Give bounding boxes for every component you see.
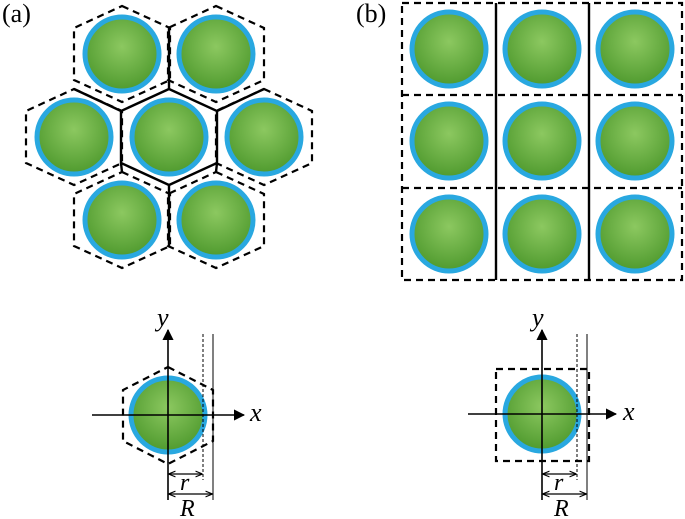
panel-b-label: (b) <box>356 0 386 28</box>
hex-cells-inner <box>73 28 265 246</box>
fiber <box>409 101 489 181</box>
fiber <box>595 101 675 181</box>
fiber <box>82 180 162 260</box>
panel-a-label: (a) <box>2 0 31 28</box>
fiber <box>502 9 582 89</box>
y-axis-label: y <box>154 303 169 332</box>
fiber <box>129 97 209 177</box>
r-label: r <box>554 470 564 496</box>
y-axis-label: y <box>529 303 544 332</box>
fiber <box>595 9 675 89</box>
fiber <box>34 97 114 177</box>
x-axis-label: x <box>249 398 262 427</box>
square-grid <box>402 3 682 280</box>
panel-a: (a) <box>2 0 314 519</box>
fiber <box>502 101 582 181</box>
fiber <box>409 9 489 89</box>
fiber <box>82 14 162 94</box>
unit-cell-hex: x y r R <box>92 303 262 519</box>
fiber <box>224 97 304 177</box>
fiber <box>409 194 489 274</box>
R-label: R <box>553 496 569 519</box>
fiber <box>502 194 582 274</box>
fibers-square <box>409 9 675 274</box>
r-label: r <box>180 470 190 496</box>
square-array-boundary <box>400 1 684 282</box>
R-label: R <box>179 496 195 519</box>
hex-cells-outer <box>24 4 314 270</box>
hex-cell <box>166 4 266 104</box>
fiber <box>176 180 256 260</box>
fibers-hex <box>34 14 304 260</box>
panel-b: (b) x y <box>356 0 684 519</box>
fiber <box>176 14 256 94</box>
x-axis-label: x <box>622 397 635 426</box>
unit-cell-square: x y r R <box>468 303 635 519</box>
hex-cell <box>214 87 314 187</box>
fiber <box>595 194 675 274</box>
hex-cell <box>166 170 266 270</box>
